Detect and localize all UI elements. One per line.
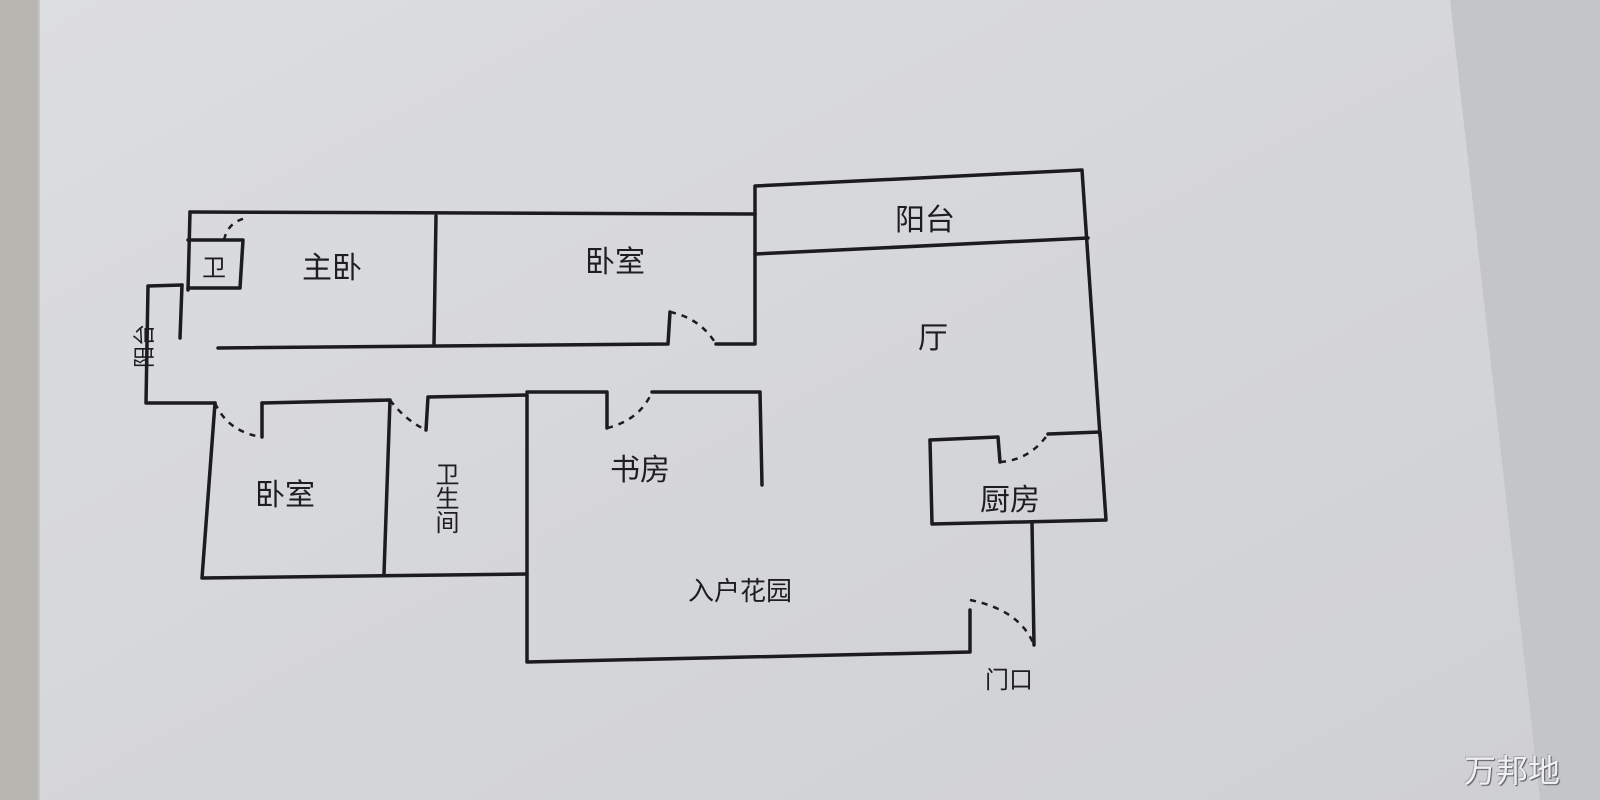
room-label-bathroom: 卫生间 xyxy=(431,462,459,534)
room-label-balcony-left: 阳台 xyxy=(133,324,158,368)
room-label-bedroom-top: 卧室 xyxy=(585,245,645,280)
table-edge-left xyxy=(0,0,38,800)
room-label-living-room: 厅 xyxy=(918,321,948,356)
room-label-ensuite: 卫 xyxy=(202,254,226,282)
watermark: 万邦地 xyxy=(1463,752,1560,790)
room-label-study: 书房 xyxy=(610,453,670,488)
walls xyxy=(144,168,1108,664)
room-label-master-bedroom: 主卧 xyxy=(302,251,362,286)
door-swings xyxy=(213,216,1050,646)
paper-sheet xyxy=(40,0,1540,800)
room-label-entry-garden: 入户花园 xyxy=(688,577,792,607)
entrance-label: 门口 xyxy=(985,666,1033,694)
room-label-balcony-top: 阳台 xyxy=(895,203,955,238)
room-label-kitchen: 厨房 xyxy=(980,483,1040,518)
room-label-bedroom-bottom: 卧室 xyxy=(255,478,315,513)
